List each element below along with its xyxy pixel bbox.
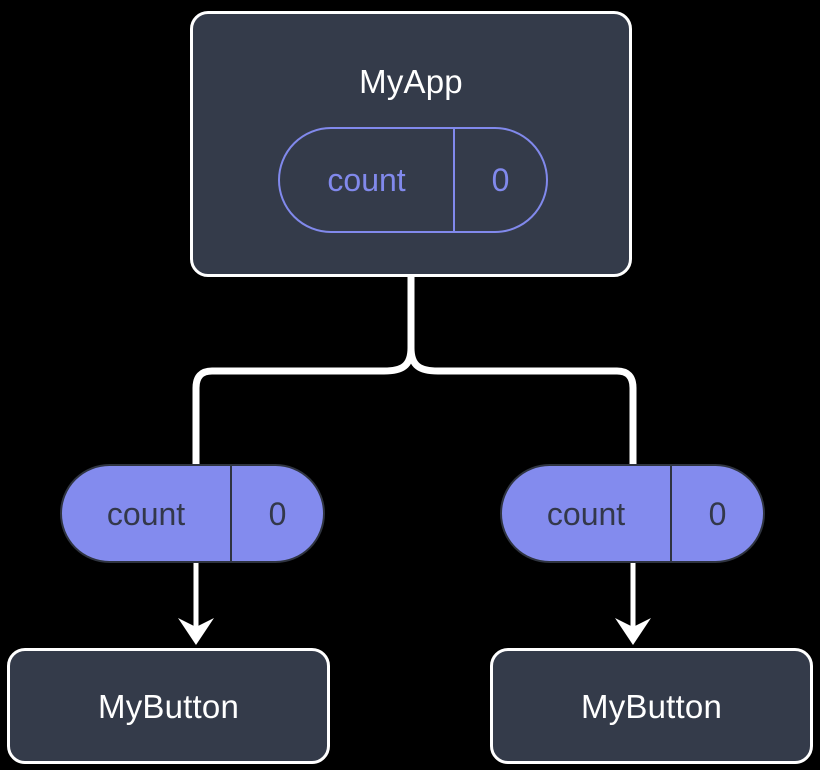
props-pill-key: count [106, 495, 186, 532]
props-pill-right-count[interactable]: count 0 [500, 464, 765, 563]
state-pill-myapp-count[interactable]: count 0 [278, 127, 548, 233]
connector-tree-branch [407, 277, 637, 466]
arrow-left-head [178, 618, 214, 645]
component-title-mybutton: MyButton [98, 687, 239, 725]
props-pill-key: count [546, 495, 626, 532]
props-pill-left-count[interactable]: count 0 [60, 464, 325, 563]
state-pill-value: 0 [453, 129, 546, 231]
state-pill-key: count [327, 162, 406, 198]
component-node-mybutton-right[interactable]: MyButton [490, 648, 813, 764]
props-pill-value: 0 [670, 466, 763, 561]
component-node-mybutton-left[interactable]: MyButton [7, 648, 330, 764]
component-title-myapp: MyApp [359, 63, 463, 100]
arrow-right-head [615, 618, 651, 645]
connector-tree-branch-left [192, 347, 415, 466]
component-title-mybutton: MyButton [581, 687, 722, 725]
props-pill-value: 0 [230, 466, 323, 561]
